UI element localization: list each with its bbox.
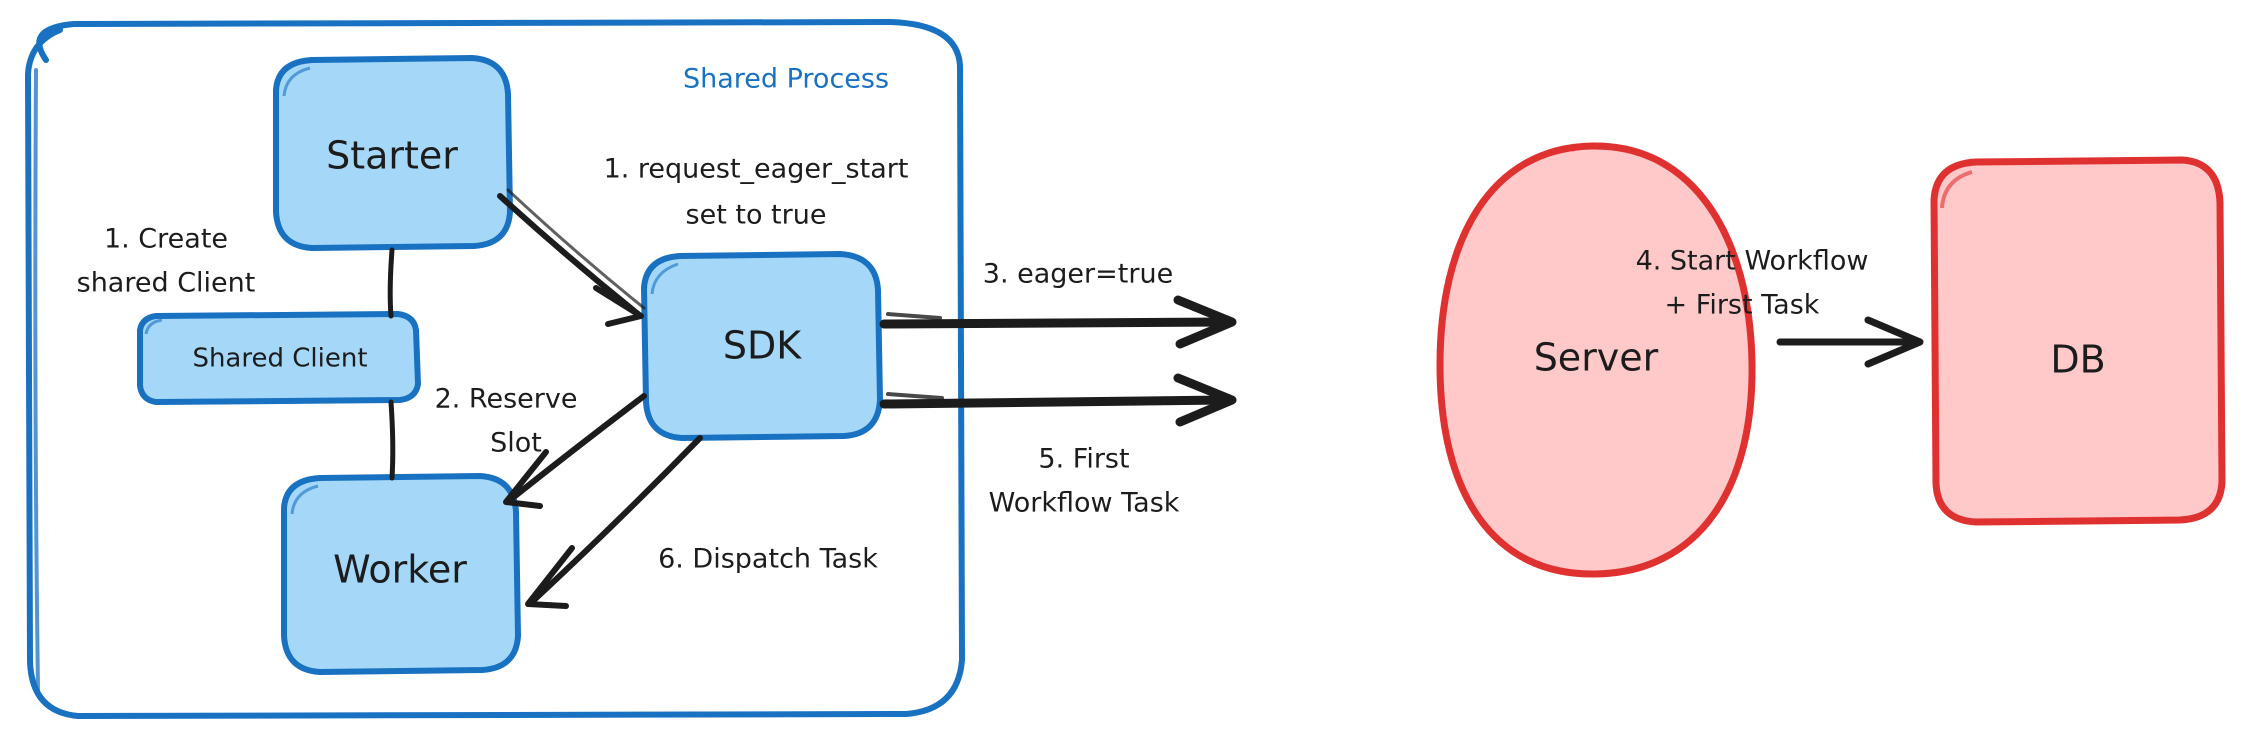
worker-label: Worker bbox=[333, 548, 467, 592]
edge-reserve-slot: 2. Reserve Slot bbox=[435, 384, 647, 509]
edge-eager-true: 3. eager=true bbox=[879, 259, 1237, 349]
node-worker[interactable]: Worker bbox=[281, 473, 521, 675]
edge-request-eager-start-line-sketch bbox=[506, 188, 646, 310]
server-sketch-stroke bbox=[1571, 143, 1601, 152]
sdk-sketch-stroke bbox=[650, 262, 679, 295]
edge-dispatch-task-line bbox=[531, 435, 703, 603]
edge-reserve-slot-arrowhead bbox=[503, 449, 549, 509]
server-shape bbox=[1436, 142, 1756, 578]
shared-client-label: Shared Client bbox=[192, 344, 367, 374]
edge-create-shared-client: 1. Create shared Client bbox=[77, 224, 396, 481]
edge-start-workflow-arrowhead bbox=[1864, 316, 1924, 368]
node-server[interactable]: Server bbox=[1436, 142, 1756, 578]
edge-first-workflow-task: 5. First Workflow Task bbox=[879, 373, 1237, 519]
edge-first-workflow-task-line-sketch bbox=[886, 392, 944, 400]
edge-reserve-slot-label-line1: 2. Reserve bbox=[435, 384, 578, 415]
edge-request-eager-start-label-line2: set to true bbox=[686, 200, 827, 231]
node-db[interactable]: DB bbox=[1930, 156, 2226, 526]
worker-sketch-stroke bbox=[290, 484, 319, 515]
edge-eager-true-arrowhead bbox=[1173, 295, 1237, 349]
edge-reserve-slot-label-line2: Slot bbox=[490, 428, 542, 459]
sdk-label: SDK bbox=[723, 324, 802, 368]
starter-shape bbox=[273, 55, 513, 251]
edge-start-workflow: 4. Start Workflow + First Task bbox=[1636, 246, 1924, 368]
edge-create-shared-client-line-top bbox=[387, 247, 395, 319]
shared-client-sketch-stroke bbox=[144, 318, 163, 335]
edge-dispatch-task-arrowhead bbox=[525, 545, 575, 609]
edge-create-shared-client-label-line1: 1. Create bbox=[104, 224, 228, 255]
shared-process-label: Shared Process bbox=[683, 64, 889, 95]
shared-process-group: Shared Process bbox=[25, 19, 965, 719]
edge-create-shared-client-line-bottom bbox=[388, 399, 396, 481]
edge-reserve-slot-line bbox=[507, 393, 647, 503]
edge-start-workflow-label-line1: 4. Start Workflow bbox=[1636, 246, 1869, 277]
edge-first-workflow-task-label-line1: 5. First bbox=[1038, 444, 1129, 475]
edge-request-eager-start: 1. request_eager_start set to true bbox=[497, 154, 909, 327]
edge-eager-true-line-sketch bbox=[886, 312, 942, 320]
worker-shape bbox=[281, 473, 521, 675]
edge-dispatch-task: 6. Dispatch Task bbox=[525, 435, 878, 609]
shared-process-border-sketch bbox=[33, 68, 40, 692]
starter-label: Starter bbox=[326, 134, 458, 178]
shared-client-shape bbox=[137, 311, 421, 405]
edge-eager-true-line bbox=[879, 317, 1231, 329]
node-starter[interactable]: Starter bbox=[273, 55, 513, 251]
node-shared-client[interactable]: Shared Client bbox=[137, 311, 421, 405]
edge-first-workflow-task-line bbox=[879, 395, 1231, 409]
edge-first-workflow-task-label-line2: Workflow Task bbox=[989, 488, 1180, 519]
edge-start-workflow-label-line2: + First Task bbox=[1665, 290, 1820, 321]
server-label: Server bbox=[1534, 336, 1659, 380]
edge-request-eager-start-label-line1: 1. request_eager_start bbox=[604, 154, 909, 185]
sdk-shape bbox=[641, 251, 883, 441]
node-sdk[interactable]: SDK bbox=[641, 251, 883, 441]
edge-request-eager-start-arrowhead bbox=[593, 285, 644, 327]
starter-sketch-stroke bbox=[282, 66, 311, 97]
edge-dispatch-task-label-line1: 6. Dispatch Task bbox=[658, 544, 878, 575]
db-sketch-stroke bbox=[1940, 170, 1973, 209]
edge-first-workflow-task-arrowhead bbox=[1173, 373, 1237, 427]
db-shape bbox=[1930, 156, 2226, 526]
edge-create-shared-client-label-line2: shared Client bbox=[77, 268, 256, 299]
shared-process-border bbox=[25, 19, 965, 719]
db-label: DB bbox=[2050, 338, 2105, 382]
edge-eager-true-label-line1: 3. eager=true bbox=[983, 259, 1173, 290]
edge-request-eager-start-line bbox=[497, 193, 641, 317]
